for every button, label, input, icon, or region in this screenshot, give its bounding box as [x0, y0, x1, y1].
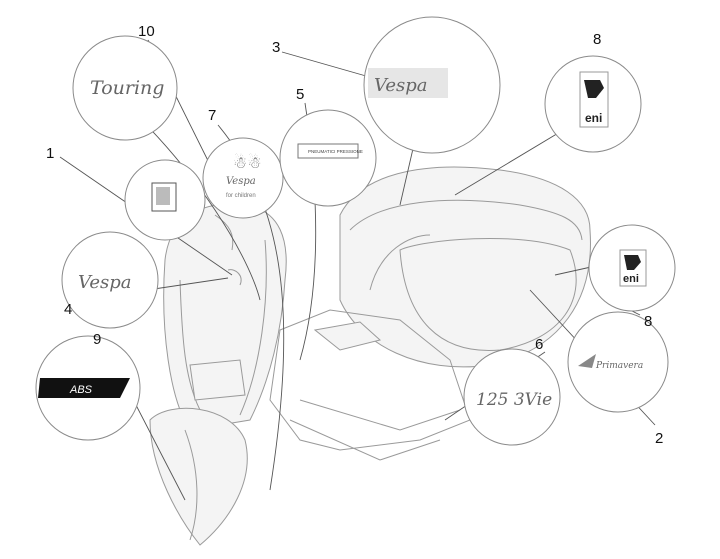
svg-text:Primavera: Primavera: [595, 361, 643, 371]
callout-numbers: 1 2 3 4 5 6 7 8 8 9 10: [46, 23, 663, 447]
decal-10-touring: Touring: [72, 35, 178, 141]
callout-7: 7: [208, 107, 216, 124]
callout-8-top: 8: [593, 31, 601, 48]
callout-5: 5: [296, 86, 304, 103]
callout-4: 4: [64, 301, 72, 318]
decal-9-abs: ABS: [35, 335, 141, 441]
decal-8-eni-side: eni: [588, 224, 676, 312]
callout-10: 10: [138, 23, 155, 40]
decal-5-tyre-label: PNEUMATICI PRESSIONE: [279, 109, 377, 207]
callout-2: 2: [655, 430, 663, 447]
svg-text:ABS: ABS: [69, 384, 93, 396]
svg-text:125 3Vie: 125 3Vie: [476, 390, 552, 410]
decal-8-eni-top: eni: [544, 55, 642, 153]
svg-text:for children: for children: [226, 193, 256, 199]
svg-text:☃☃: ☃☃: [233, 153, 262, 172]
svg-text:PNEUMATICI PRESSIONE: PNEUMATICI PRESSIONE: [308, 149, 363, 154]
callout-3: 3: [272, 39, 280, 56]
decal-2-primavera: Primavera: [567, 311, 669, 413]
scooter-outline: [149, 166, 591, 546]
svg-text:Touring: Touring: [90, 77, 164, 99]
decal-3-vespa: Vespa: [363, 16, 501, 154]
decal-4-vespa-side: Vespa: [61, 231, 159, 329]
callout-9: 9: [93, 331, 101, 348]
callout-6: 6: [535, 336, 543, 353]
decal-1-badge: [124, 159, 206, 241]
svg-text:Vespa: Vespa: [374, 75, 428, 96]
svg-text:eni: eni: [585, 111, 602, 125]
svg-text:Vespa: Vespa: [226, 176, 256, 187]
decal-7-kids: ☃☃ Vespa for children: [202, 137, 284, 219]
decal-6-125-3vie: 125 3Vie: [463, 348, 561, 446]
svg-text:Vespa: Vespa: [78, 272, 132, 293]
callout-1: 1: [46, 145, 54, 162]
svg-text:eni: eni: [623, 273, 639, 285]
callout-8-side: 8: [644, 313, 652, 330]
